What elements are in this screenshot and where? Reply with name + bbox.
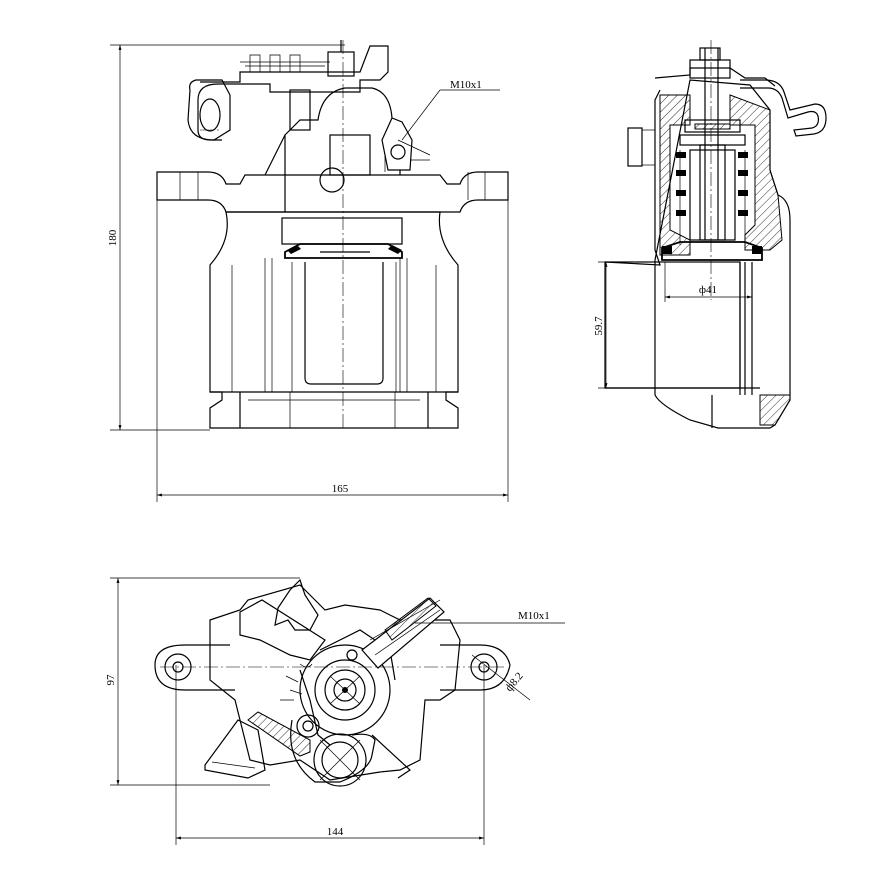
side-height-label: 59.7 xyxy=(593,316,605,336)
side-section-view: ф41 59.7 xyxy=(593,40,827,429)
bleeder-screw xyxy=(381,117,431,171)
top-view: 97 144 xyxy=(105,577,565,845)
top-thread-callout: M10x1 xyxy=(415,610,565,624)
hole-diameter-callout: ф8.2 xyxy=(471,654,531,701)
hole-diameter-label: ф8.2 xyxy=(503,670,526,694)
piston-diameter-label: ф41 xyxy=(699,284,717,296)
piston-diameter-dimension: ф41 xyxy=(664,262,753,302)
top-height-dimension: 97 xyxy=(105,577,300,786)
top-height-label: 97 xyxy=(105,674,117,686)
front-view: 180 165 xyxy=(107,40,509,502)
front-height-dimension: 180 xyxy=(107,44,345,431)
top-width-dimension: 144 xyxy=(175,665,485,845)
front-thread-label: M10x1 xyxy=(450,79,482,91)
front-width-label: 165 xyxy=(332,483,349,495)
front-width-dimension: 165 xyxy=(156,180,509,502)
top-bleeder xyxy=(346,597,445,669)
front-height-label: 180 xyxy=(107,229,119,246)
top-width-label: 144 xyxy=(327,826,344,838)
front-thread-callout: M10x1 xyxy=(401,79,500,141)
side-height-dimension: 59.7 xyxy=(593,261,615,389)
top-thread-label: M10x1 xyxy=(518,610,550,622)
